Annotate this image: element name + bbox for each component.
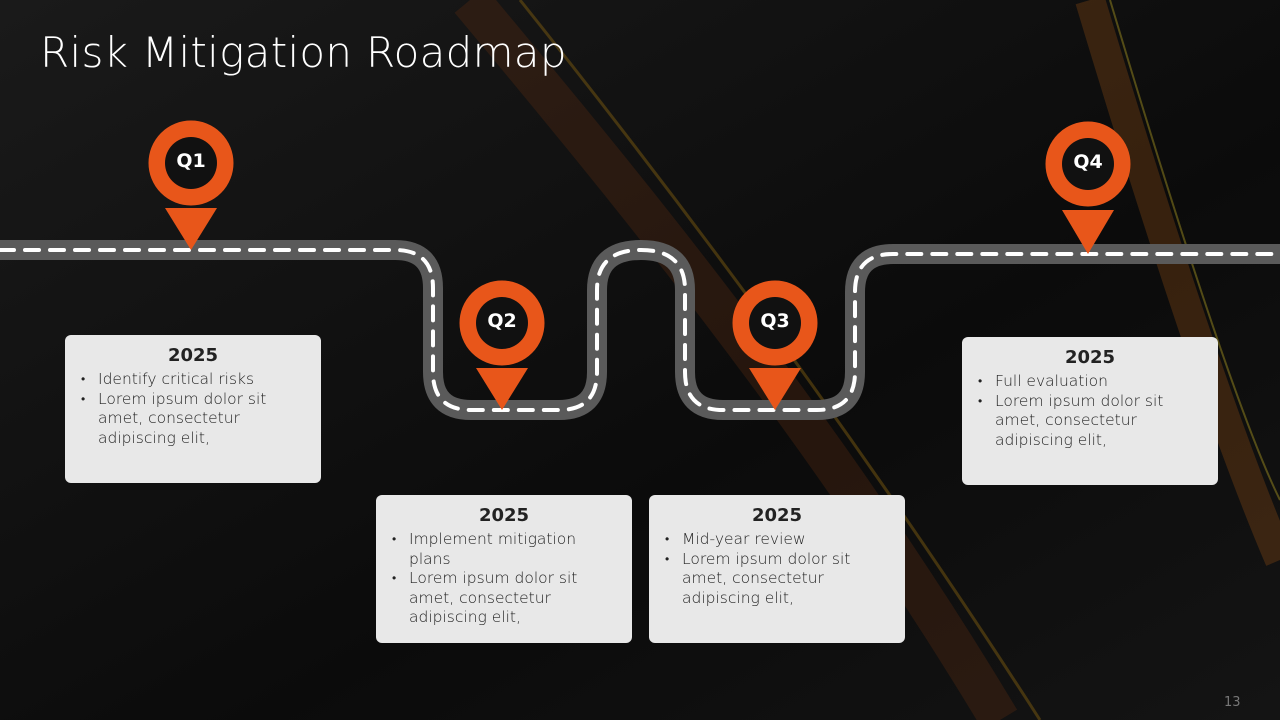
pin-label-q3: Q3 (760, 310, 790, 332)
card-bullet: Identify critical risks (79, 370, 307, 390)
card-year: 2025 (478, 505, 530, 526)
page-number: 13 (1224, 695, 1241, 710)
card-bullet: Lorem ipsum dolor sit amet, consectetur … (663, 550, 891, 609)
card-bullet: Lorem ipsum dolor sit amet, consectetur … (390, 569, 618, 628)
pin-label-q1: Q1 (176, 150, 206, 172)
card-bullet: Full evaluation (976, 372, 1204, 392)
milestone-card-q2: 2025 Implement mitigation plansLorem ips… (376, 495, 632, 643)
milestone-card-q3: 2025 Mid-year reviewLorem ipsum dolor si… (649, 495, 905, 643)
pin-label-q2: Q2 (487, 310, 517, 332)
pin-q2-icon (459, 280, 545, 410)
card-bullet: Lorem ipsum dolor sit amet, consectetur … (79, 390, 307, 449)
milestone-card-q4: 2025 Full evaluationLorem ipsum dolor si… (962, 337, 1218, 485)
card-bullet: Mid-year review (663, 530, 891, 550)
card-year: 2025 (751, 505, 803, 526)
pin-q1-icon (148, 120, 234, 250)
page-title: Risk Mitigation Roadmap (40, 28, 567, 77)
card-bullet: Lorem ipsum dolor sit amet, consectetur … (976, 392, 1204, 451)
card-bullet: Implement mitigation plans (390, 530, 618, 569)
pin-label-q4: Q4 (1073, 151, 1103, 173)
card-year: 2025 (167, 345, 219, 366)
pin-q3-icon (732, 280, 818, 410)
pin-q4-icon (1045, 121, 1131, 254)
card-year: 2025 (1064, 347, 1116, 368)
milestone-card-q1: 2025 Identify critical risksLorem ipsum … (65, 335, 321, 483)
